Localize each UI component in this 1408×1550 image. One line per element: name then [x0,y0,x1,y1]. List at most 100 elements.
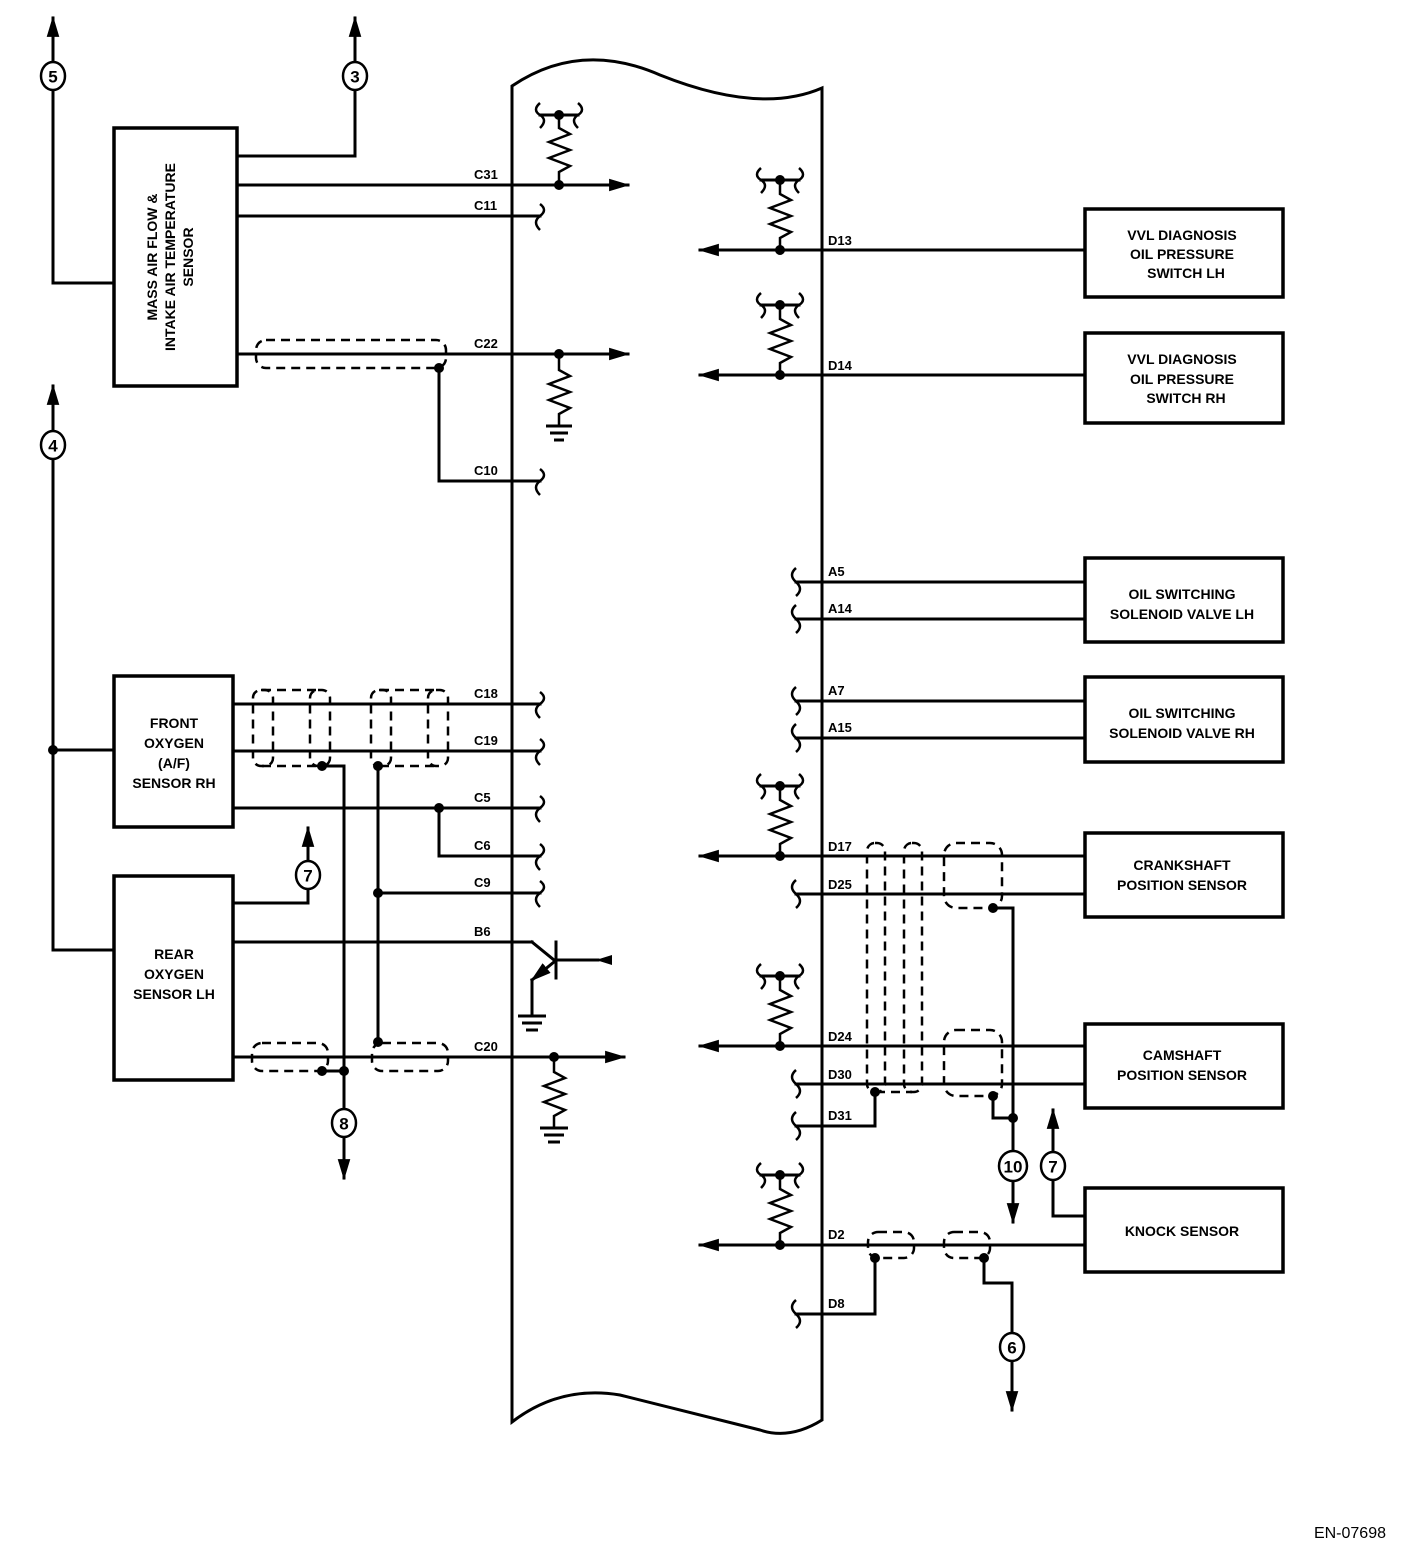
wire-mark [320,764,346,1072]
pin-a7: A7 [828,683,845,698]
thin-mark [790,879,802,909]
conn-circle-mark [330,1107,358,1139]
connector-7-rear[interactable]: 7 [294,859,322,891]
shield-mark [251,688,275,768]
shield-mark [942,1028,1004,1098]
box-mark [1083,1022,1285,1110]
pin-c10: C10 [474,463,498,478]
connector-6[interactable]: 6 [998,1331,1026,1363]
box-mark [112,126,239,388]
connector-5[interactable]: 5 [39,60,67,92]
box-mark [1083,207,1285,299]
wire-mark [231,888,310,905]
box-label-mark: CRANKSHAFT [1133,857,1231,873]
connector-4[interactable]: 4 [39,429,67,461]
shield-mark [426,688,450,768]
conn-label-mark: 5 [48,68,57,87]
box-label-mark: POSITION SENSOR [1117,877,1247,893]
conn-label-mark: 3 [350,68,359,87]
box-label-mark: SENSOR LH [133,986,215,1002]
pin-d13: D13 [828,233,852,248]
camshaft-position-sensor[interactable]: CAMSHAFT POSITION SENSOR [1083,1022,1285,1110]
thin-mark [534,691,546,719]
oil-switching-solenoid-lh[interactable]: OIL SWITCHING SOLENOID VALVE LH [1083,556,1285,644]
shield-mark [308,688,332,768]
box-label-mark: SWITCH RH [1146,390,1225,406]
pin-c31: C31 [474,167,498,182]
wire-c18-c19: C18 C19 [231,686,546,771]
ecm-module [510,58,824,1435]
wire-c20: C20 [231,1037,627,1181]
crankshaft-position-sensor[interactable]: CRANKSHAFT POSITION SENSOR [1083,831,1285,919]
maf-sensor[interactable]: MASS AIR FLOW & INTAKE AIR TEMPERATURE S… [112,126,239,388]
box-mark [112,874,235,1082]
wire-mark [437,366,542,483]
wire-mark [794,1256,877,1316]
box-mark [1083,675,1285,764]
thin-mark [766,1175,795,1245]
thin-mark [793,167,805,194]
pin-b6: B6 [474,924,491,939]
connector-3[interactable]: 3 [341,60,369,92]
shield-mark [369,688,393,768]
pin-c11: C11 [474,198,497,213]
thin-mark [766,305,795,375]
vvl-oil-pressure-switch-rh[interactable]: VVL DIAGNOSIS OIL PRESSURE SWITCH RH [1083,331,1285,425]
knock-sensor[interactable]: KNOCK SENSOR [1083,1186,1285,1274]
box-label-mark: OIL PRESSURE [1130,371,1234,387]
oil-switching-solenoid-rh[interactable]: OIL SWITCHING SOLENOID VALVE RH [1083,675,1285,764]
pin-c6: C6 [474,838,491,853]
shield-long [865,841,924,1094]
box-label-mark: FRONT [150,715,199,731]
pin-c5: C5 [474,790,491,805]
reference-code: EN-07698 [1314,1525,1386,1542]
shield-mark [254,338,448,370]
rear-oxygen-sensor[interactable]: REAR OXYGEN SENSOR LH [112,874,235,1082]
pin-d30: D30 [828,1067,852,1082]
thin-mark [790,1299,802,1329]
wire-d13: D13 [697,167,1087,257]
thin-mark [540,1057,569,1128]
dot-mark [373,1037,383,1047]
box-label-mark: SENSOR RH [132,775,215,791]
wire-mark [437,806,542,858]
box-label-mark: (A/F) [158,755,190,771]
shield-mark [942,1230,992,1260]
thin-mark [793,963,805,990]
vvl-oil-pressure-switch-lh[interactable]: VVL DIAGNOSIS OIL PRESSURE SWITCH LH [1083,207,1285,299]
box-label-mark: POSITION SENSOR [1117,1067,1247,1083]
pin-c19: C19 [474,733,498,748]
conn-circle-mark [39,429,67,461]
box-label-mark: OXYGEN [144,735,204,751]
thin-mark [793,773,805,800]
thin-mark [534,843,546,871]
wire-mark [991,1094,1015,1120]
thin-mark [790,686,802,716]
wire-d24-d30-d31: D24 D30 D31 [697,963,1087,1225]
wire-c9: C9 [320,764,546,1072]
wire-mark [529,939,557,963]
thin-mark [766,976,795,1046]
box-label-mark: VVL DIAGNOSIS [1127,351,1236,367]
pin-a5: A5 [828,564,845,579]
front-oxygen-sensor[interactable]: FRONT OXYGEN (A/F) SENSOR RH [112,674,235,829]
wire-to-connector-3 [235,15,362,158]
thin-mark [793,292,805,319]
shield-mark [902,841,924,1094]
thin-mark [755,167,767,194]
box-label-mark: SWITCH LH [1147,265,1225,281]
wire-b6: B6 [231,924,612,1032]
conn-label-mark: 7 [303,867,312,886]
connector-7-knock[interactable]: 7 [1039,1150,1067,1182]
connector-8[interactable]: 8 [330,1107,358,1139]
wire-d2-d8: D2 D8 [697,1162,1087,1413]
connector-10[interactable]: 10 [997,1149,1029,1183]
pin-d24: D24 [828,1029,853,1044]
thin-mark [545,354,574,426]
box-mark [1083,556,1285,644]
thin-mark [790,1069,802,1099]
pin-c22: C22 [474,336,498,351]
thin-mark [545,115,574,185]
wire-mark [235,88,357,158]
conn-label-mark: 4 [48,437,58,456]
